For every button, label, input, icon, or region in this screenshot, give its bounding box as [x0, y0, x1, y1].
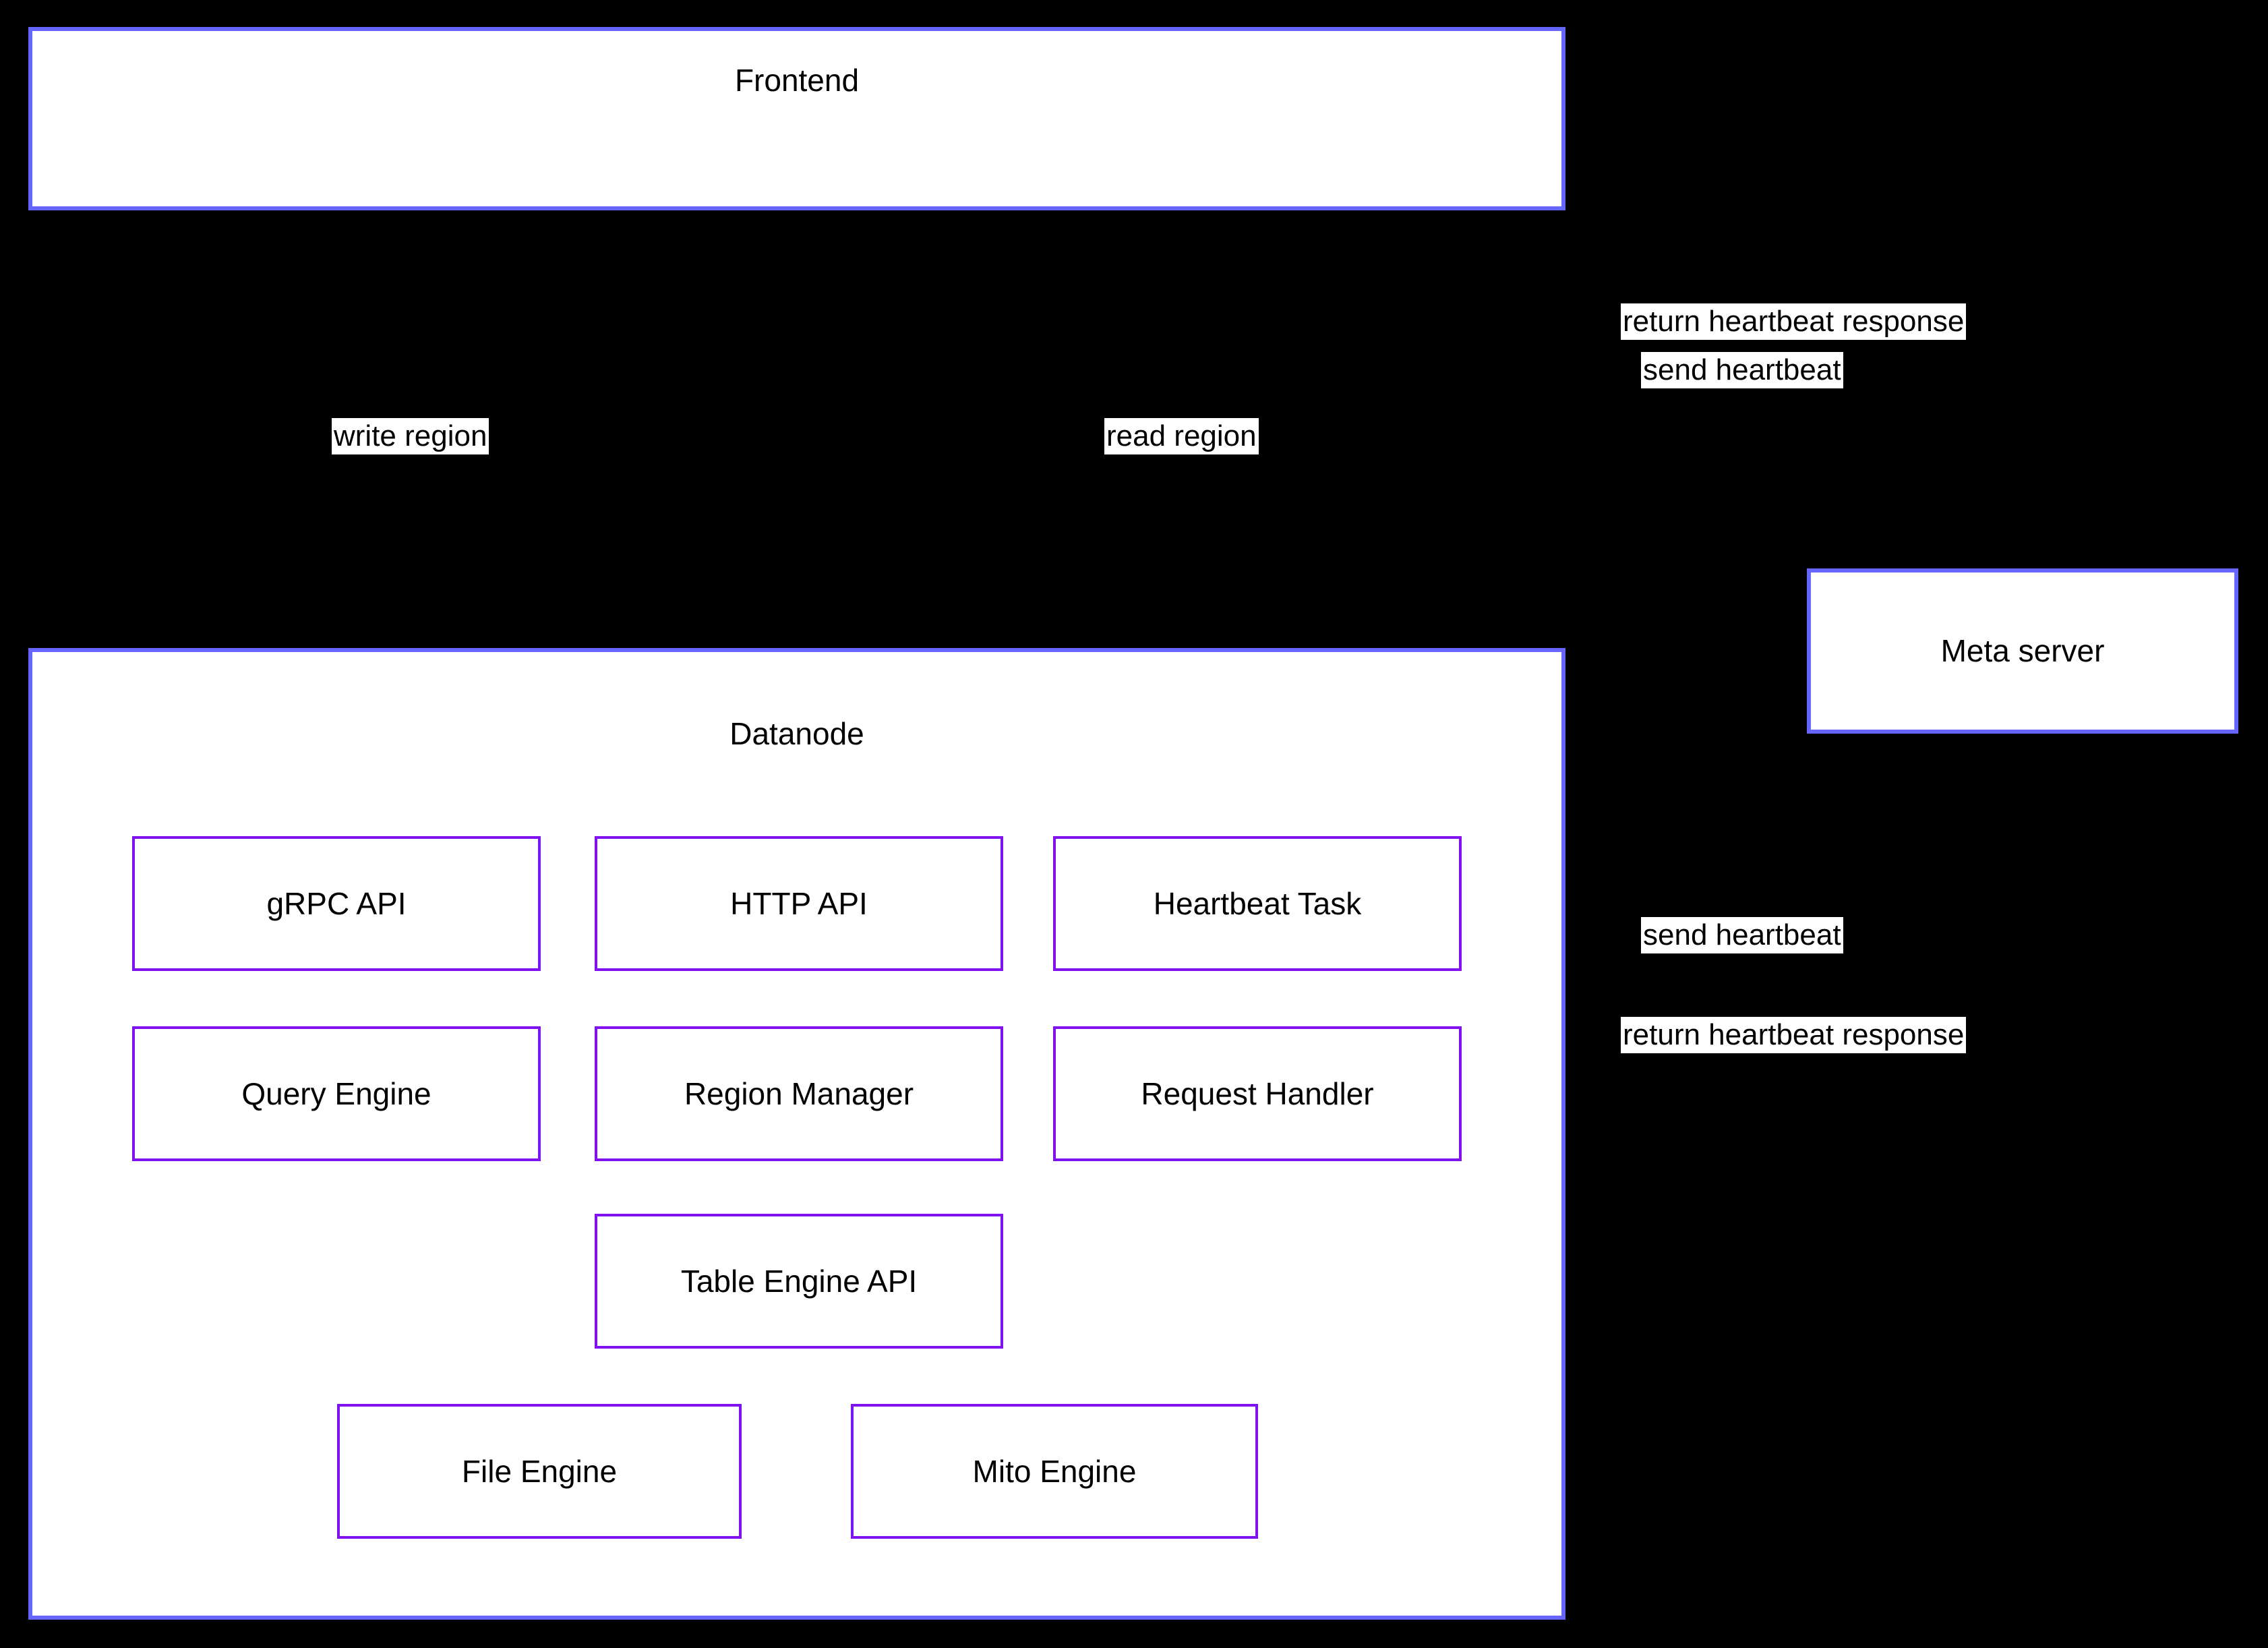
node-table-engine-api[interactable]: Table Engine API	[595, 1214, 1003, 1349]
node-http-api-label: HTTP API	[730, 885, 868, 921]
node-table-engine-api-label: Table Engine API	[680, 1263, 918, 1299]
node-request-handler-label: Request Handler	[1141, 1076, 1374, 1111]
edge-label-return-heartbeat-response-bottom: return heartbeat response	[1621, 1017, 1967, 1053]
node-grpc-api[interactable]: gRPC API	[132, 836, 541, 971]
node-region-manager-label: Region Manager	[684, 1076, 914, 1111]
node-mito-engine[interactable]: Mito Engine	[851, 1404, 1258, 1539]
edge-label-send-heartbeat-top: send heartbeat	[1641, 352, 1843, 388]
node-mito-engine-label: Mito Engine	[972, 1453, 1137, 1489]
node-http-api[interactable]: HTTP API	[595, 836, 1003, 971]
node-datanode-label: Datanode	[729, 716, 864, 751]
node-frontend-label: Frontend	[734, 63, 860, 98]
node-query-engine[interactable]: Query Engine	[132, 1026, 541, 1161]
node-meta-server-label: Meta server	[1940, 633, 2105, 669]
edge-label-return-heartbeat-response-top: return heartbeat response	[1621, 303, 1967, 340]
node-region-manager[interactable]: Region Manager	[595, 1026, 1003, 1161]
node-heartbeat-task-label: Heartbeat Task	[1153, 885, 1362, 921]
node-file-engine-label: File Engine	[461, 1453, 618, 1489]
edge-label-send-heartbeat-bottom: send heartbeat	[1641, 917, 1843, 953]
edge-label-read-region: read region	[1104, 418, 1259, 454]
node-frontend[interactable]: Frontend	[28, 27, 1565, 210]
node-heartbeat-task[interactable]: Heartbeat Task	[1053, 836, 1462, 971]
node-file-engine[interactable]: File Engine	[337, 1404, 742, 1539]
node-request-handler[interactable]: Request Handler	[1053, 1026, 1462, 1161]
node-meta-server[interactable]: Meta server	[1807, 568, 2238, 734]
node-grpc-api-label: gRPC API	[266, 885, 407, 921]
node-query-engine-label: Query Engine	[241, 1076, 431, 1111]
edge-label-write-region: write region	[332, 418, 489, 454]
